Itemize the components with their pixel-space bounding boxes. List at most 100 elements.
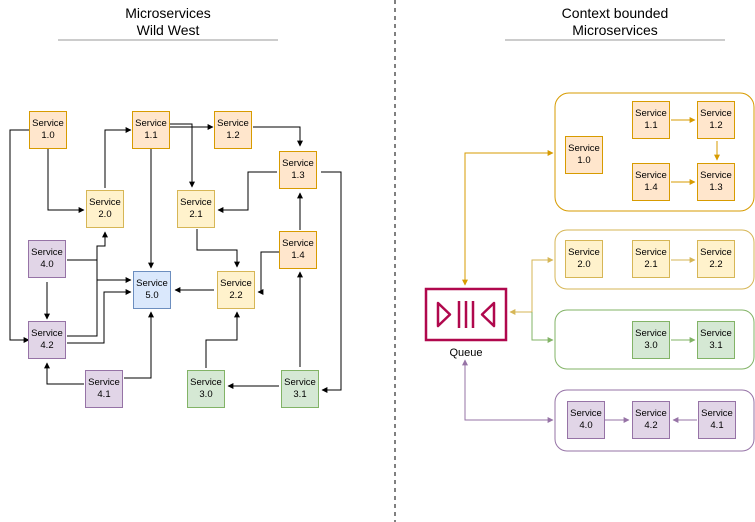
service-box-1-0[interactable]: Service 1.0 <box>29 111 67 149</box>
service-version: 4.0 <box>40 259 54 270</box>
bounded-service-1-4[interactable]: Service 1.4 <box>632 163 670 201</box>
bounded-service-2-0[interactable]: Service 2.0 <box>565 240 603 278</box>
service-version: 4.1 <box>710 420 724 431</box>
edge-1.0-to-2.0 <box>47 149 85 213</box>
queue-yellow-link <box>509 257 554 315</box>
bounded-service-2-2[interactable]: Service 2.2 <box>697 240 735 278</box>
edge-4.1-to-4.2 <box>44 362 84 385</box>
edge-1.3-to-2.1 <box>217 171 277 213</box>
service-label: Service <box>220 278 252 289</box>
service-version: 1.4 <box>291 250 305 261</box>
bounded-service-3-1[interactable]: Service 3.1 <box>697 321 735 359</box>
bounded-service-1-2[interactable]: Service 1.2 <box>697 101 735 139</box>
service-label: Service <box>635 108 667 119</box>
edge-4.2-to-2.0 <box>67 231 108 337</box>
left-title-line2: Wild West <box>136 22 200 38</box>
service-version: 4.2 <box>644 420 658 431</box>
edge-4.0-to-5.0 <box>67 259 132 283</box>
service-version: 2.0 <box>577 259 591 270</box>
right-title: Context bounded Microservices <box>505 5 725 39</box>
left-title: Microservices Wild West <box>58 5 278 39</box>
bounded-service-3-0[interactable]: Service 3.0 <box>632 321 670 359</box>
service-label: Service <box>700 328 732 339</box>
queue-green-link <box>531 312 554 343</box>
service-label: Service <box>32 118 64 129</box>
service-version: 2.2 <box>709 259 723 270</box>
service-label: Service <box>635 247 667 258</box>
service-box-2-1[interactable]: Service 2.1 <box>177 190 215 228</box>
service-box-3-0[interactable]: Service 3.0 <box>187 370 225 408</box>
bounded-service-4-2[interactable]: Service 4.2 <box>632 401 670 439</box>
service-label: Service <box>217 118 249 129</box>
edge-1.0-to-4.2 <box>9 129 30 343</box>
service-version: 1.2 <box>226 130 240 141</box>
edge-2.1-to-2.2 <box>196 229 240 268</box>
service-version: 3.1 <box>293 389 307 400</box>
bounded-service-4-1[interactable]: Service 4.1 <box>698 401 736 439</box>
service-label: Service <box>31 328 63 339</box>
service-version: 1.2 <box>709 120 723 131</box>
edge-3.0-to-2.2 <box>205 311 240 368</box>
service-version: 4.0 <box>579 420 593 431</box>
service-label: Service <box>88 377 120 388</box>
bounded-service-1-1[interactable]: Service 1.1 <box>632 101 670 139</box>
service-box-1-4[interactable]: Service 1.4 <box>279 231 317 269</box>
service-label: Service <box>635 408 667 419</box>
left-title-line1: Microservices <box>125 5 211 21</box>
service-version: 1.1 <box>644 120 658 131</box>
edge-1.1-to-2.1 <box>170 123 195 188</box>
service-box-1-1[interactable]: Service 1.1 <box>132 111 170 149</box>
service-version: 1.0 <box>577 155 591 166</box>
group-green <box>554 309 755 370</box>
service-box-3-1[interactable]: Service 3.1 <box>281 370 319 408</box>
edge-4.1-to-5.0 <box>124 311 154 379</box>
service-version: 4.2 <box>40 340 54 351</box>
group-orange <box>554 92 755 212</box>
service-version: 3.1 <box>709 340 723 351</box>
service-box-4-1[interactable]: Service 4.1 <box>85 370 123 408</box>
service-version: 1.4 <box>644 182 658 193</box>
service-label: Service <box>701 408 733 419</box>
service-version: 2.0 <box>98 209 112 220</box>
service-version: 1.0 <box>41 130 55 141</box>
service-label: Service <box>180 197 212 208</box>
service-box-5-0[interactable]: Service 5.0 <box>133 271 171 309</box>
service-box-4-0[interactable]: Service 4.0 <box>28 240 66 278</box>
bounded-service-1-0[interactable]: Service 1.0 <box>565 136 603 174</box>
service-version: 1.3 <box>709 182 723 193</box>
service-box-1-3[interactable]: Service 1.3 <box>279 151 317 189</box>
queue-purple-link <box>462 359 554 423</box>
service-label: Service <box>635 170 667 181</box>
service-version: 2.1 <box>644 259 658 270</box>
service-label: Service <box>136 278 168 289</box>
service-label: Service <box>284 377 316 388</box>
edge-4.2-to-5.0 <box>67 289 132 344</box>
bounded-service-4-0[interactable]: Service 4.0 <box>567 401 605 439</box>
bounded-service-2-1[interactable]: Service 2.1 <box>632 240 670 278</box>
queue-label: Queue <box>449 347 483 359</box>
service-box-2-0[interactable]: Service 2.0 <box>86 190 124 228</box>
edge-1.2-to-1.3 <box>253 126 303 147</box>
service-version: 2.1 <box>189 209 203 220</box>
queue-orange-link <box>462 150 554 286</box>
service-version: 4.1 <box>97 389 111 400</box>
wild-west-connections <box>9 123 342 393</box>
edge-2.0-to-1.1 <box>104 127 132 188</box>
service-label: Service <box>570 408 602 419</box>
queue-icon[interactable] <box>424 287 508 342</box>
service-label: Service <box>282 238 314 249</box>
service-label: Service <box>700 247 732 258</box>
service-box-2-2[interactable]: Service 2.2 <box>217 271 255 309</box>
service-version: 5.0 <box>145 290 159 301</box>
service-box-4-2[interactable]: Service 4.2 <box>28 321 66 359</box>
service-label: Service <box>135 118 167 129</box>
bounded-service-1-3[interactable]: Service 1.3 <box>697 163 735 201</box>
right-title-line2: Microservices <box>572 22 658 38</box>
service-box-1-2[interactable]: Service 1.2 <box>214 111 252 149</box>
service-version: 3.0 <box>199 389 213 400</box>
service-label: Service <box>282 158 314 169</box>
service-version: 1.1 <box>144 130 158 141</box>
edge-1.3-to-3.1 <box>321 171 342 393</box>
group-purple <box>554 389 755 452</box>
